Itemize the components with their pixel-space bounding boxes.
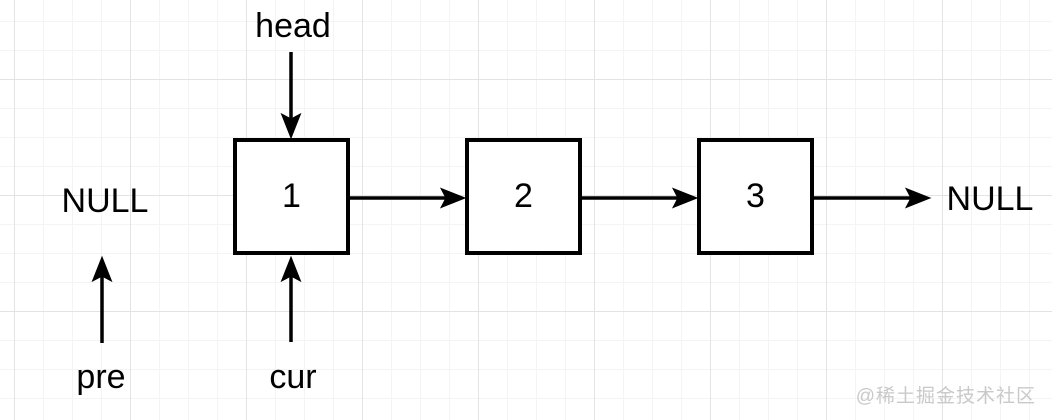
arrow-cur-to-node1	[280, 255, 302, 342]
node-value: 3	[746, 177, 765, 215]
node-value: 1	[282, 177, 301, 215]
arrow-head-to-node1	[280, 52, 302, 140]
arrow-node3-to-null	[814, 187, 932, 209]
null-left-label: NULL	[61, 182, 149, 220]
arrow-node2-to-node3	[582, 187, 699, 209]
pre-pointer-label: pre	[76, 358, 126, 396]
list-node-2: 2	[465, 138, 582, 255]
list-node-3: 3	[697, 138, 814, 255]
cur-pointer-label: cur	[269, 358, 317, 396]
node-value: 2	[514, 177, 533, 215]
arrow-node1-to-node2	[350, 187, 467, 209]
arrow-pre-to-null	[91, 255, 113, 343]
list-node-1: 1	[233, 138, 350, 255]
null-right-label: NULL	[946, 180, 1034, 218]
watermark: @稀土掘金技术社区	[855, 386, 1036, 407]
head-pointer-label: head	[255, 7, 331, 45]
